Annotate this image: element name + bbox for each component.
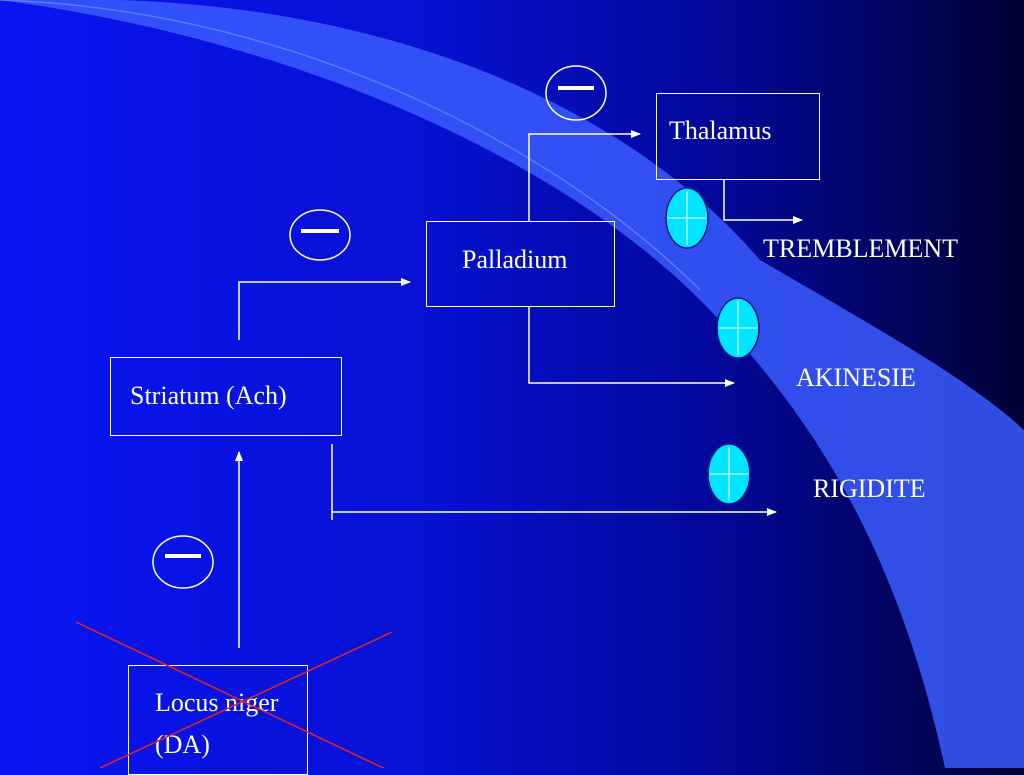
thalamus-box [656, 93, 820, 180]
arrow-striatum-to-palladium [238, 278, 411, 340]
minus-circle-icon [152, 535, 214, 589]
plus-circle-icon [707, 443, 751, 505]
minus-circle-icon [289, 209, 351, 261]
outcome-akinesie: AKINESIE [796, 363, 916, 392]
arrow-thalamus-to-tremblement [723, 180, 803, 224]
striatum-label: Striatum (Ach) [130, 381, 287, 410]
plus-circle-icon [665, 187, 709, 249]
thalamus-label: Thalamus [669, 116, 772, 145]
plus-circle-icon [716, 297, 760, 359]
striatum-box [110, 357, 342, 436]
outcome-tremblement: TREMBLEMENT [763, 234, 958, 263]
locus-niger-label-line2: (DA) [155, 730, 210, 759]
palladium-box [426, 221, 615, 307]
background-swoosh-edge [0, 0, 701, 291]
locus-niger-label-line1: Locus niger [155, 688, 279, 717]
arrow-palladium-to-thalamus [528, 130, 641, 222]
arrow-palladium-to-akinesie [528, 306, 735, 387]
palladium-label: Palladium [462, 245, 568, 274]
minus-circle-icon [545, 65, 607, 121]
outcome-rigidite: RIGIDITE [813, 474, 926, 503]
